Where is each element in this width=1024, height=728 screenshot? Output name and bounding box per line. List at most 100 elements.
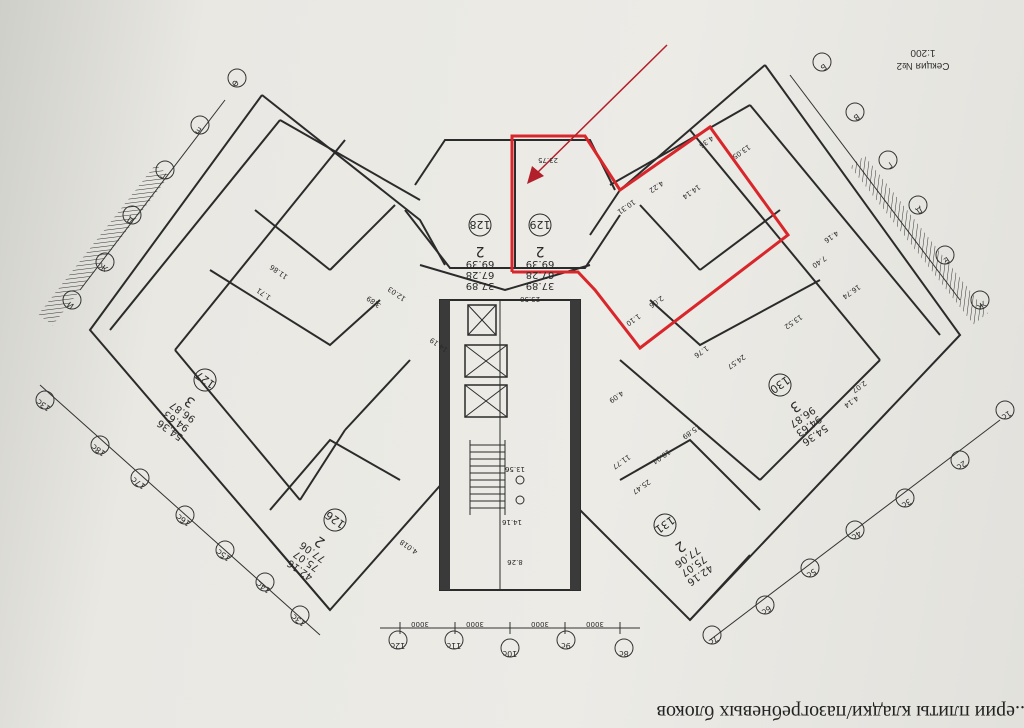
apartment-area-living: 67.28 (466, 269, 495, 280)
apartment-area-living: 67.28 (526, 269, 555, 280)
arrow-pointer (527, 44, 668, 184)
axis-left-letter-label: И (66, 300, 76, 311)
room-area: 7.40 (810, 254, 827, 269)
apartment-number: 128 (470, 218, 491, 231)
room-area: 4.018 (398, 538, 419, 556)
section-title: Секция №2 1:200 (868, 46, 978, 72)
apartment-number-circle (468, 213, 492, 237)
room-area: 1.10 (624, 312, 641, 327)
apartment-number-circle (193, 368, 217, 392)
axis-bottom-number-label: 8с (619, 649, 629, 658)
room-area: 1.76 (692, 344, 710, 360)
axis-right-letter: Е (935, 245, 955, 265)
apartment-number: 129 (530, 218, 551, 231)
room-area-labels: 23.7514.1410.314.224.3613.054.167.4016.7… (255, 134, 868, 566)
axis-bottom-number: 8с (614, 638, 634, 658)
axis-left-number: 13с (290, 605, 310, 628)
axis-bottom-number-label: 9с (561, 641, 571, 650)
room-area: 23.50 (520, 295, 540, 303)
axis-right-letter: В (845, 102, 865, 123)
room-area: 11.77 (611, 453, 632, 471)
room-area: 11.86 (268, 262, 289, 280)
room-area: 18.04 (650, 448, 671, 466)
axis-left-number: 18с (90, 435, 110, 458)
axis-right-number-label: 2с (955, 459, 968, 472)
room-area: 24.57 (726, 353, 747, 371)
axis-left-letter-label: Г (159, 170, 168, 180)
room-area: 4.22 (647, 179, 664, 194)
axis-right-number-label: 4с (850, 529, 863, 542)
axis-left-letter-label: Д (125, 215, 135, 226)
dimension-line-left (39, 99, 321, 636)
axis-bottom-number: 11с (444, 630, 464, 650)
room-area: 12.03 (386, 285, 407, 303)
apartment-number-circle (323, 508, 347, 532)
axis-right-number-label: 6с (760, 604, 773, 617)
axis-right-number: 7с (702, 625, 722, 647)
right-balcony-hatch (850, 155, 988, 325)
axis-right-letter-label: Б (819, 62, 829, 73)
apartment-number-circle (768, 373, 792, 397)
axis-right-number: 3с (895, 488, 915, 509)
axis-right-number: 6с (755, 595, 775, 617)
room-area: 2.06 (647, 294, 665, 310)
axis-right-letter-label: Г (885, 160, 894, 170)
axis-left-letter: Ф (227, 68, 247, 89)
axis-left-letter: Д (122, 205, 142, 226)
axis-right-letter-label: Д (914, 205, 924, 216)
axis-bottom-number: 9с (556, 630, 576, 650)
dimension-line-bottom (380, 622, 640, 634)
axis-left-letter: Е (190, 115, 210, 135)
room-area: 13.56 (504, 465, 525, 473)
axis-left-letter: Г (155, 160, 175, 180)
room-area: 4.16 (822, 229, 840, 245)
left-balcony-hatch (38, 164, 170, 326)
axis-right-number-label: 7с (707, 634, 720, 647)
axis-bottom-number-label: 12с (391, 641, 406, 650)
room-area: 4.09 (607, 389, 624, 404)
room-area: 4.36 (697, 134, 715, 150)
section-label: Секция №2 (896, 60, 950, 71)
central-core (439, 299, 581, 591)
axis-right-number-label: 1с (1000, 409, 1013, 422)
dimension-line-right (709, 74, 1001, 641)
axis-left-number: 15с (215, 540, 235, 563)
axis-left-letter: И (62, 290, 82, 311)
room-area: 14.16 (501, 518, 522, 526)
apartment-number-circle (653, 513, 677, 537)
axis-left-letter-label: Ф (230, 77, 241, 88)
axis-left-number: 16с (175, 505, 195, 528)
axis-bottom-number-label: 10с (503, 649, 518, 658)
axis-left-number-label: 18с (90, 442, 107, 458)
axis-right-letter-label: Е (942, 255, 951, 265)
room-area: 23.75 (538, 156, 558, 164)
apartment-area-total: 69.39 (526, 258, 555, 269)
room-area: 13.05 (731, 143, 752, 161)
axis-right-number: 4с (845, 520, 865, 542)
scale-label: 1:200 (910, 47, 936, 58)
apartment-area-total: 69.39 (466, 258, 495, 269)
axis-bottom-number: 10с (500, 638, 520, 658)
room-area: 16.74 (840, 283, 861, 301)
apartment-number-circle (528, 213, 552, 237)
bottom-caption: ...ерии плиты кладки/пазогребневых блоко… (656, 701, 1024, 723)
axis-left-number-label: 13с (35, 397, 52, 413)
axis-right-number: 5с (800, 558, 820, 580)
dimension-value: 3000 (586, 620, 604, 628)
apartment-rooms: 2 (536, 243, 545, 259)
axis-right-letter-label: В (852, 112, 862, 123)
axis-right-number-label: 5с (805, 567, 818, 580)
axis-bottom-number: 12с (388, 630, 408, 650)
room-area: 8.26 (507, 558, 523, 566)
dimension-value: 3000 (531, 620, 549, 628)
axis-left-letter-label: Е (194, 125, 203, 135)
